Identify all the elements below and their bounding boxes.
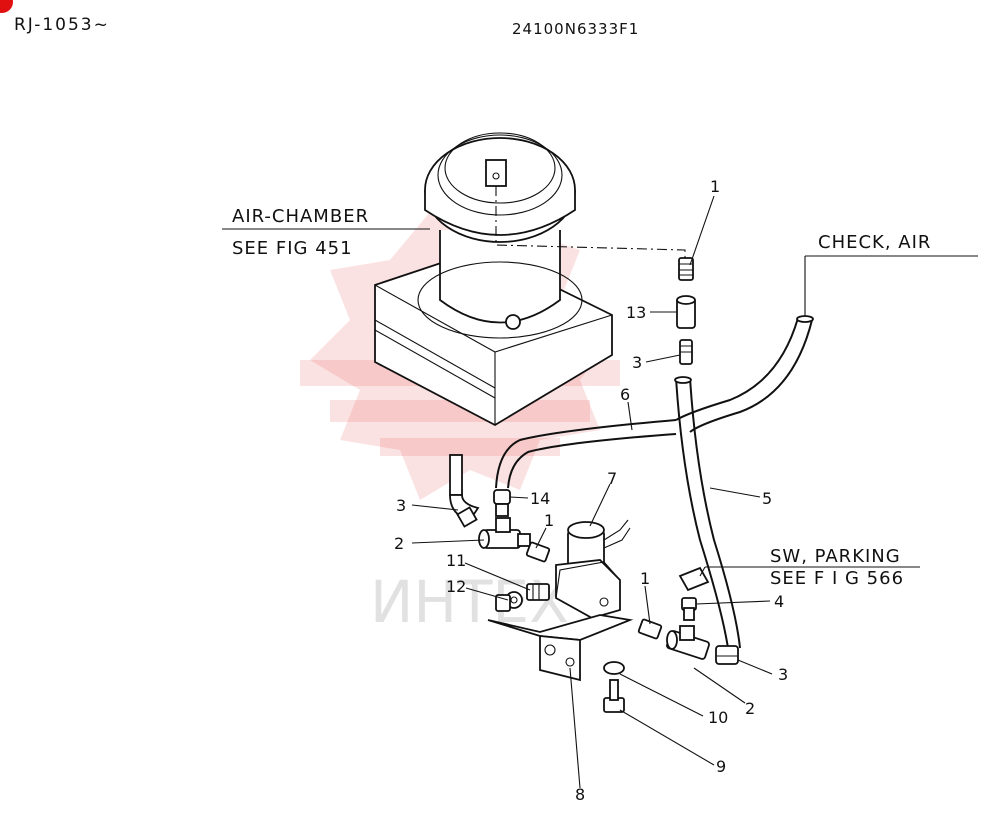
callout-2-left: 2 xyxy=(394,534,404,553)
hose-5 xyxy=(675,377,729,649)
part-number: 24100N6333F1 xyxy=(512,20,639,38)
switch-parking xyxy=(678,566,710,621)
hose-6 xyxy=(495,419,677,489)
nut-14 xyxy=(493,489,511,505)
sw-parking-title: SW, PARKING xyxy=(770,546,901,567)
callout-14: 14 xyxy=(530,489,550,508)
valve-7 xyxy=(555,519,631,619)
watermark-text: ИНТЕХ xyxy=(370,568,569,636)
fitting-1-right xyxy=(637,618,663,640)
fitting-1-mid xyxy=(525,541,551,563)
air-chamber-see: SEE FIG 451 xyxy=(232,238,353,259)
check-air-hose xyxy=(675,317,799,421)
top-fitting-stack xyxy=(676,257,696,365)
callout-9: 9 xyxy=(716,757,726,776)
corner-badge xyxy=(0,0,13,13)
callout-11: 11 xyxy=(446,551,466,570)
callout-3-top: 3 xyxy=(632,353,642,372)
callout-5: 5 xyxy=(762,489,772,508)
callout-1-mid: 1 xyxy=(544,511,554,530)
check-air-title: CHECK, AIR xyxy=(818,232,931,253)
air-chamber-drawing xyxy=(374,132,613,427)
callout-12: 12 xyxy=(446,577,466,596)
callout-10: 10 xyxy=(708,708,728,727)
callout-leaders xyxy=(411,195,773,789)
callout-8: 8 xyxy=(575,785,585,804)
callout-6: 6 xyxy=(620,385,630,404)
callout-4: 4 xyxy=(774,592,784,611)
callout-3-right: 3 xyxy=(778,665,788,684)
bolt-9 xyxy=(603,679,625,713)
left-elbow-fitting xyxy=(449,454,480,528)
callout-1-right: 1 xyxy=(640,569,650,588)
callout-7: 7 xyxy=(607,469,617,488)
air-chamber-title: AIR-CHAMBER xyxy=(232,206,369,227)
callout-2-right: 2 xyxy=(745,699,755,718)
fitting-3-right xyxy=(715,645,739,665)
serial-range: RJ-1053~ xyxy=(14,15,110,35)
callout-1-top: 1 xyxy=(710,177,720,196)
tee-fitting-left xyxy=(478,517,531,549)
washer-10 xyxy=(603,661,625,675)
callout-3-left: 3 xyxy=(396,496,406,515)
port-leader xyxy=(495,186,686,268)
sw-parking-see: SEE F I G 566 xyxy=(770,568,904,589)
callout-13: 13 xyxy=(626,303,646,322)
tee-fitting-right xyxy=(666,625,710,660)
